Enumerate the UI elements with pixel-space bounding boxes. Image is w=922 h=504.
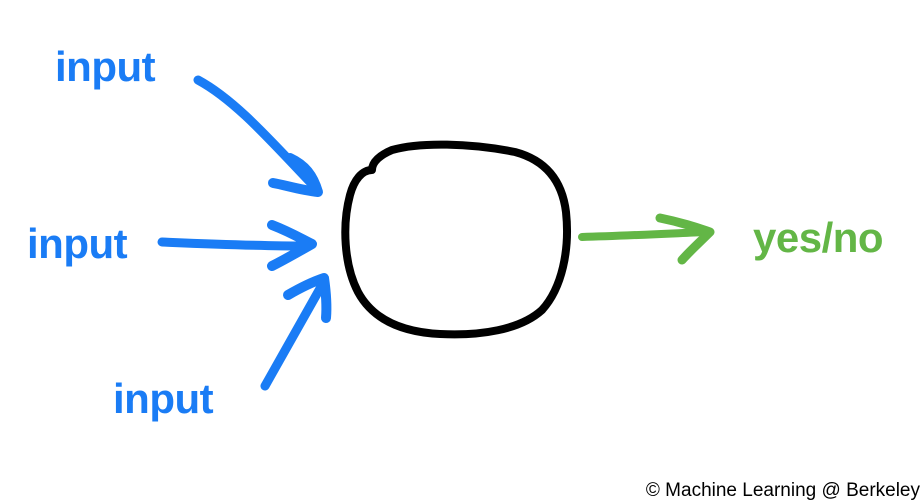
input-label: input — [113, 375, 214, 422]
input-arrow-2 — [157, 220, 317, 271]
input-arrow-1 — [193, 75, 323, 197]
neuron-circle-icon — [341, 140, 571, 339]
input-label: input — [55, 43, 156, 90]
output-label: yes/no — [753, 214, 884, 261]
input-arrow-3 — [260, 273, 332, 391]
copyright-credit: © Machine Learning @ Berkeley — [645, 480, 920, 501]
output-arrow — [578, 213, 715, 265]
input-label: input — [27, 220, 128, 267]
